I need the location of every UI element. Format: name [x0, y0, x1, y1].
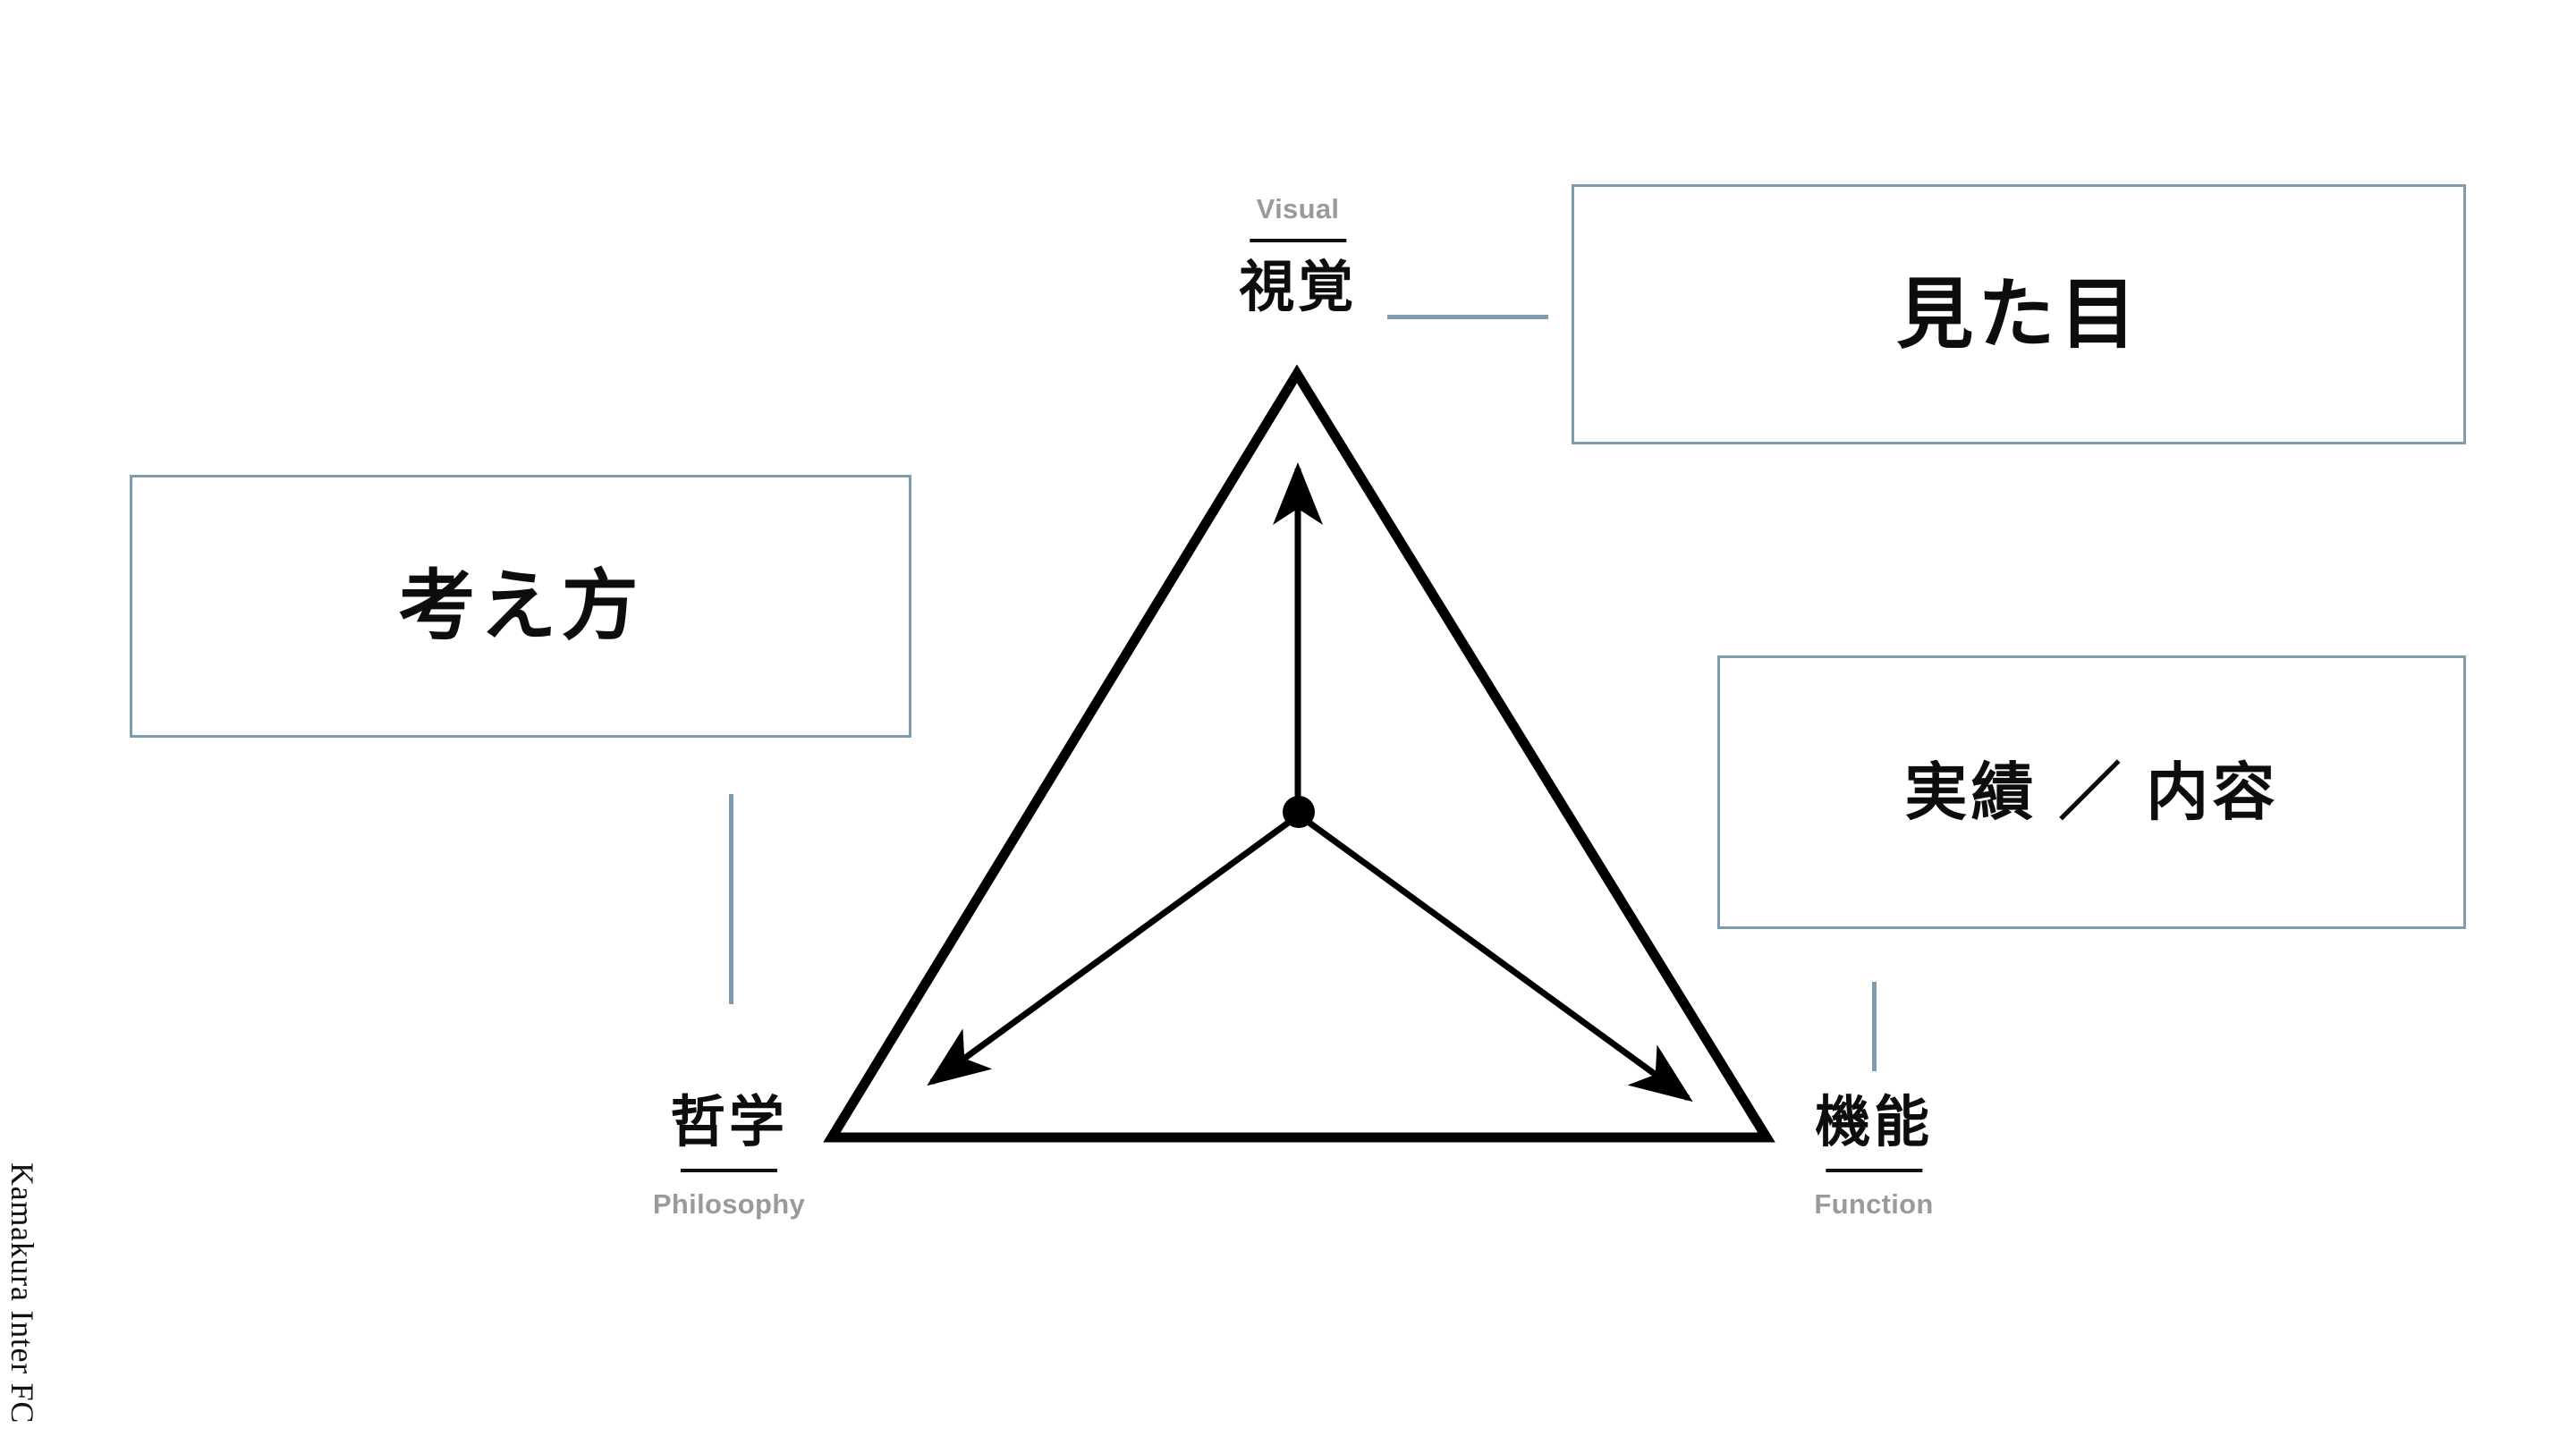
- brand-vertical-text: Kamakura Inter FC: [4, 1162, 40, 1424]
- vertex-label-function-rule: [1826, 1169, 1922, 1172]
- vertex-label-function-en: Function: [1814, 1188, 1934, 1220]
- center-dot: [1283, 796, 1315, 828]
- vertex-label-function: 機能 Function: [1814, 1092, 1934, 1220]
- concept-box-visual-label: 見た目: [1896, 271, 2141, 358]
- arrow-to-philosophy: [927, 818, 1293, 1086]
- connector-line-function: [1872, 982, 1877, 1071]
- vertex-label-visual-en: Visual: [1256, 193, 1340, 224]
- vertex-label-visual-jp: 視覚: [1239, 257, 1357, 318]
- triangle-outline: [823, 364, 1775, 1143]
- concept-box-function[interactable]: 実績 ／ 内容: [1717, 655, 2466, 929]
- vertex-label-philosophy-jp: 哲学: [670, 1092, 788, 1153]
- vertex-label-visual-rule: [1249, 239, 1346, 242]
- concept-box-function-label: 実績 ／ 内容: [1904, 757, 2279, 827]
- arrow-to-function: [1304, 818, 1693, 1103]
- vertex-label-philosophy-en: Philosophy: [652, 1188, 806, 1220]
- vertex-label-philosophy-rule: [680, 1169, 777, 1172]
- connector-line-visual: [1387, 315, 1548, 319]
- vertex-label-philosophy: 哲学 Philosophy: [652, 1092, 806, 1220]
- concept-box-visual[interactable]: 見た目: [1572, 184, 2466, 444]
- concept-box-philosophy[interactable]: 考え方: [130, 475, 911, 738]
- connector-line-philosophy: [729, 794, 733, 1004]
- vertex-label-function-jp: 機能: [1815, 1092, 1933, 1153]
- vertex-label-visual: Visual 視覚: [1239, 195, 1356, 316]
- concept-box-philosophy-label: 考え方: [398, 563, 643, 649]
